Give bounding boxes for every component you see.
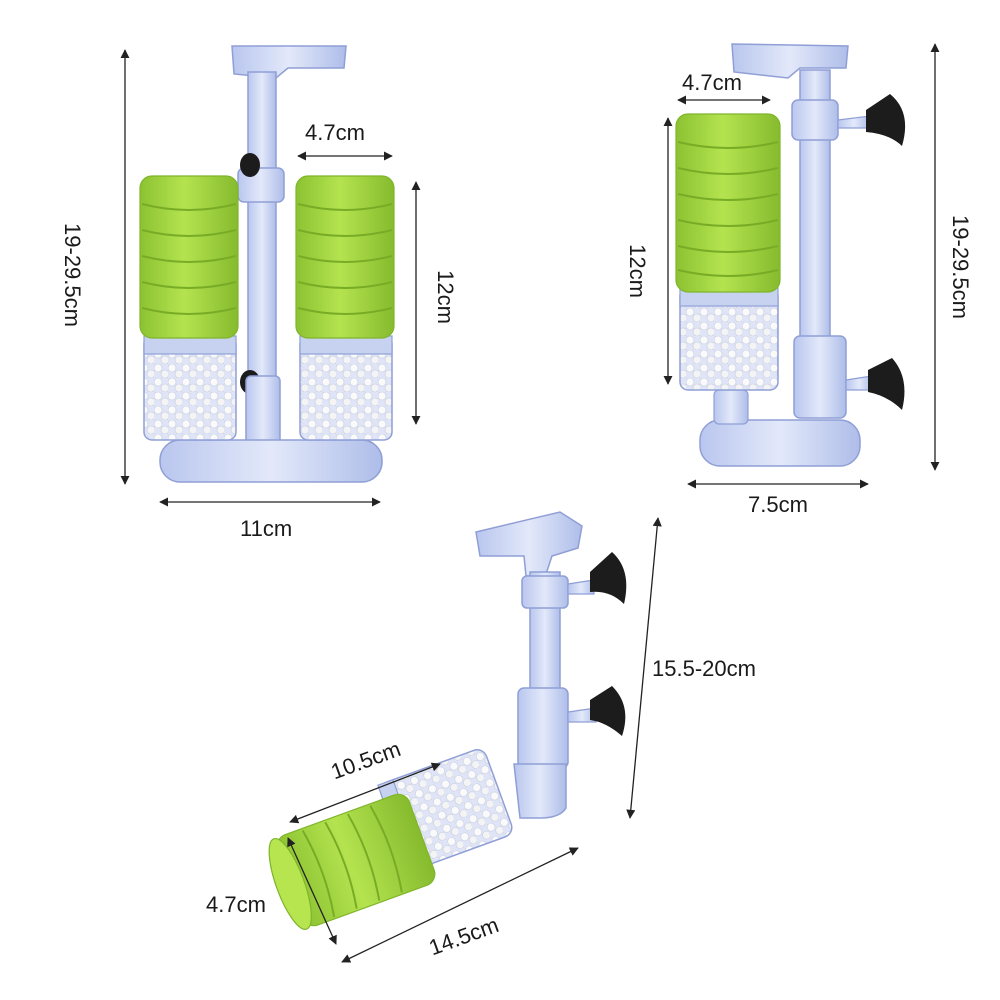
single-base-width-label: 7.5cm [748,492,808,517]
angled-sponge-length-dimension [289,762,441,824]
angled-sponge [268,793,436,930]
single-height-label: 19-29.5cm [947,215,973,319]
double-height-label: 19-29.5cm [59,223,85,327]
double-lift-tube [247,71,277,383]
single-outlet-head [731,43,849,79]
double-base [159,439,383,483]
double-sponge-filter [120,45,421,507]
double-base-width-label: 11cm [240,516,293,541]
double-sponge-width-label: 4.7cm [305,120,365,145]
single-base [699,419,861,467]
angled-height-label: 15.5-20cm [652,656,756,681]
double-sponge-left [139,175,239,339]
double-sponge-height-label: 12cm [432,270,458,324]
angled-sponge-filter [268,511,662,963]
single-sponge-width-label: 4.7cm [682,70,742,95]
suction-cup-icon [868,358,905,410]
angled-height-dimension [626,517,662,819]
angled-outlet-head [475,511,583,577]
suction-cup-icon [590,552,627,604]
angled-total-length-dimension [341,847,579,963]
angled-sponge-diameter-label: 4.7cm [206,892,266,917]
double-outlet-head [231,45,347,79]
double-sponge-right [295,175,395,339]
single-sponge-height-label: 12cm [624,244,650,298]
single-sponge [675,113,781,293]
single-sponge-filter [663,43,940,489]
suction-cup-icon [590,686,626,736]
suction-cup-icon [866,94,906,146]
angled-sponge-diameter-dimension [287,837,337,945]
suction-cup-icon [240,153,260,177]
